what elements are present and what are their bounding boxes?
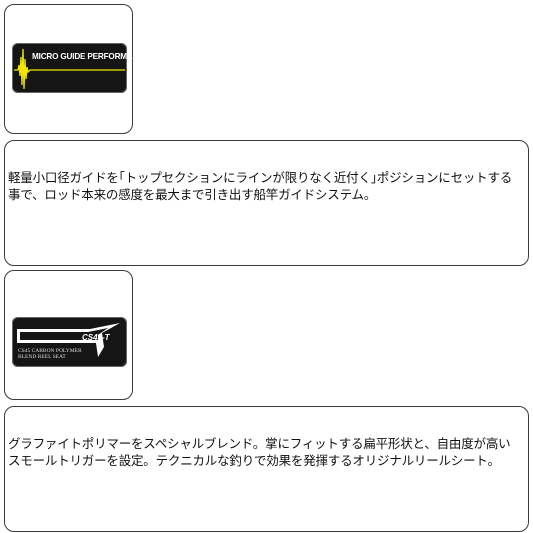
- logo-subtitle-line1: CS45 CARBON POLYMER: [18, 348, 82, 354]
- logo-subtitle: CS45 CARBON POLYMER BLEND REEL SEAT: [18, 348, 82, 360]
- micro-guide-performance-logo: MICRO GUIDE PERFORMANCE: [12, 43, 150, 93]
- model-name: CS45-T: [82, 333, 110, 342]
- logo-text: MICRO GUIDE PERFORMANCE: [32, 52, 150, 61]
- waveform-icon: [14, 48, 125, 90]
- reel-seat-logo-card: CS45-T CS45 CARBON POLYMER BLEND REEL SE…: [4, 270, 133, 400]
- logo-subtitle-line2: BLEND REEL SEAT: [18, 354, 66, 360]
- cs45-t-logo: CS45-T CS45 CARBON POLYMER BLEND REEL SE…: [12, 317, 127, 367]
- micro-guide-description-card: 軽量小口径ガイドを｢トップセクションにラインが限りなく近付く｣ポジションにセット…: [4, 140, 529, 266]
- micro-guide-logo-card: MICRO GUIDE PERFORMANCE: [4, 4, 150, 134]
- reel-seat-description: グラファイトポリマーをスペシャルブレンド。掌にフィットする扁平形状と、自由度が高…: [8, 436, 511, 468]
- micro-guide-description: 軽量小口径ガイドを｢トップセクションにラインが限りなく近付く｣ポジションにセット…: [8, 170, 513, 202]
- reel-seat-shape-icon: [17, 323, 120, 357]
- reel-seat-description-card: グラファイトポリマーをスペシャルブレンド。掌にフィットする扁平形状と、自由度が高…: [4, 406, 529, 532]
